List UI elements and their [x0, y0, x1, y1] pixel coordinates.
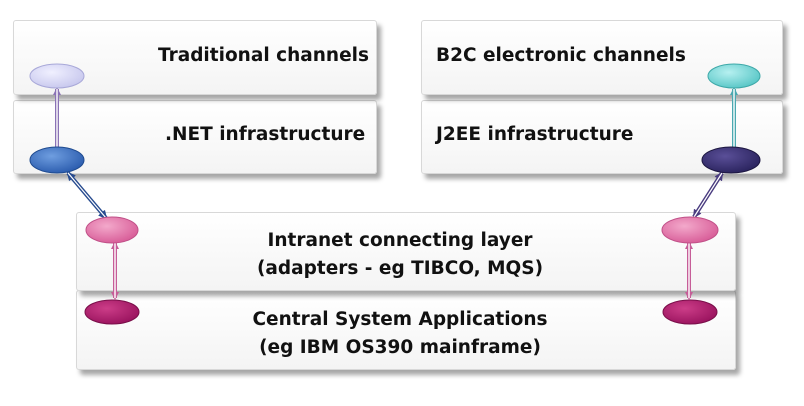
- j2ee-intranet-connector: [692, 171, 724, 219]
- intranet-layer-label: Intranet connecting layer (adapters - eg…: [200, 227, 600, 283]
- central-system-label: Central System Applications (eg IBM OS39…: [200, 306, 600, 362]
- b2c-channels-label: B2C electronic channels: [436, 45, 686, 66]
- intranet-layer-box: [76, 212, 736, 291]
- central-system-subtitle: (eg IBM OS390 mainframe): [259, 337, 541, 358]
- central-system-title: Central System Applications: [252, 309, 548, 330]
- traditional-channels-label: Traditional channels: [158, 45, 369, 66]
- net-infrastructure-label: .NET infrastructure: [165, 124, 366, 145]
- j2ee-infrastructure-label: J2EE infrastructure: [436, 124, 634, 145]
- intranet-layer-subtitle: (adapters - eg TIBCO, MQS): [256, 258, 544, 279]
- intranet-layer-title: Intranet connecting layer: [267, 230, 533, 251]
